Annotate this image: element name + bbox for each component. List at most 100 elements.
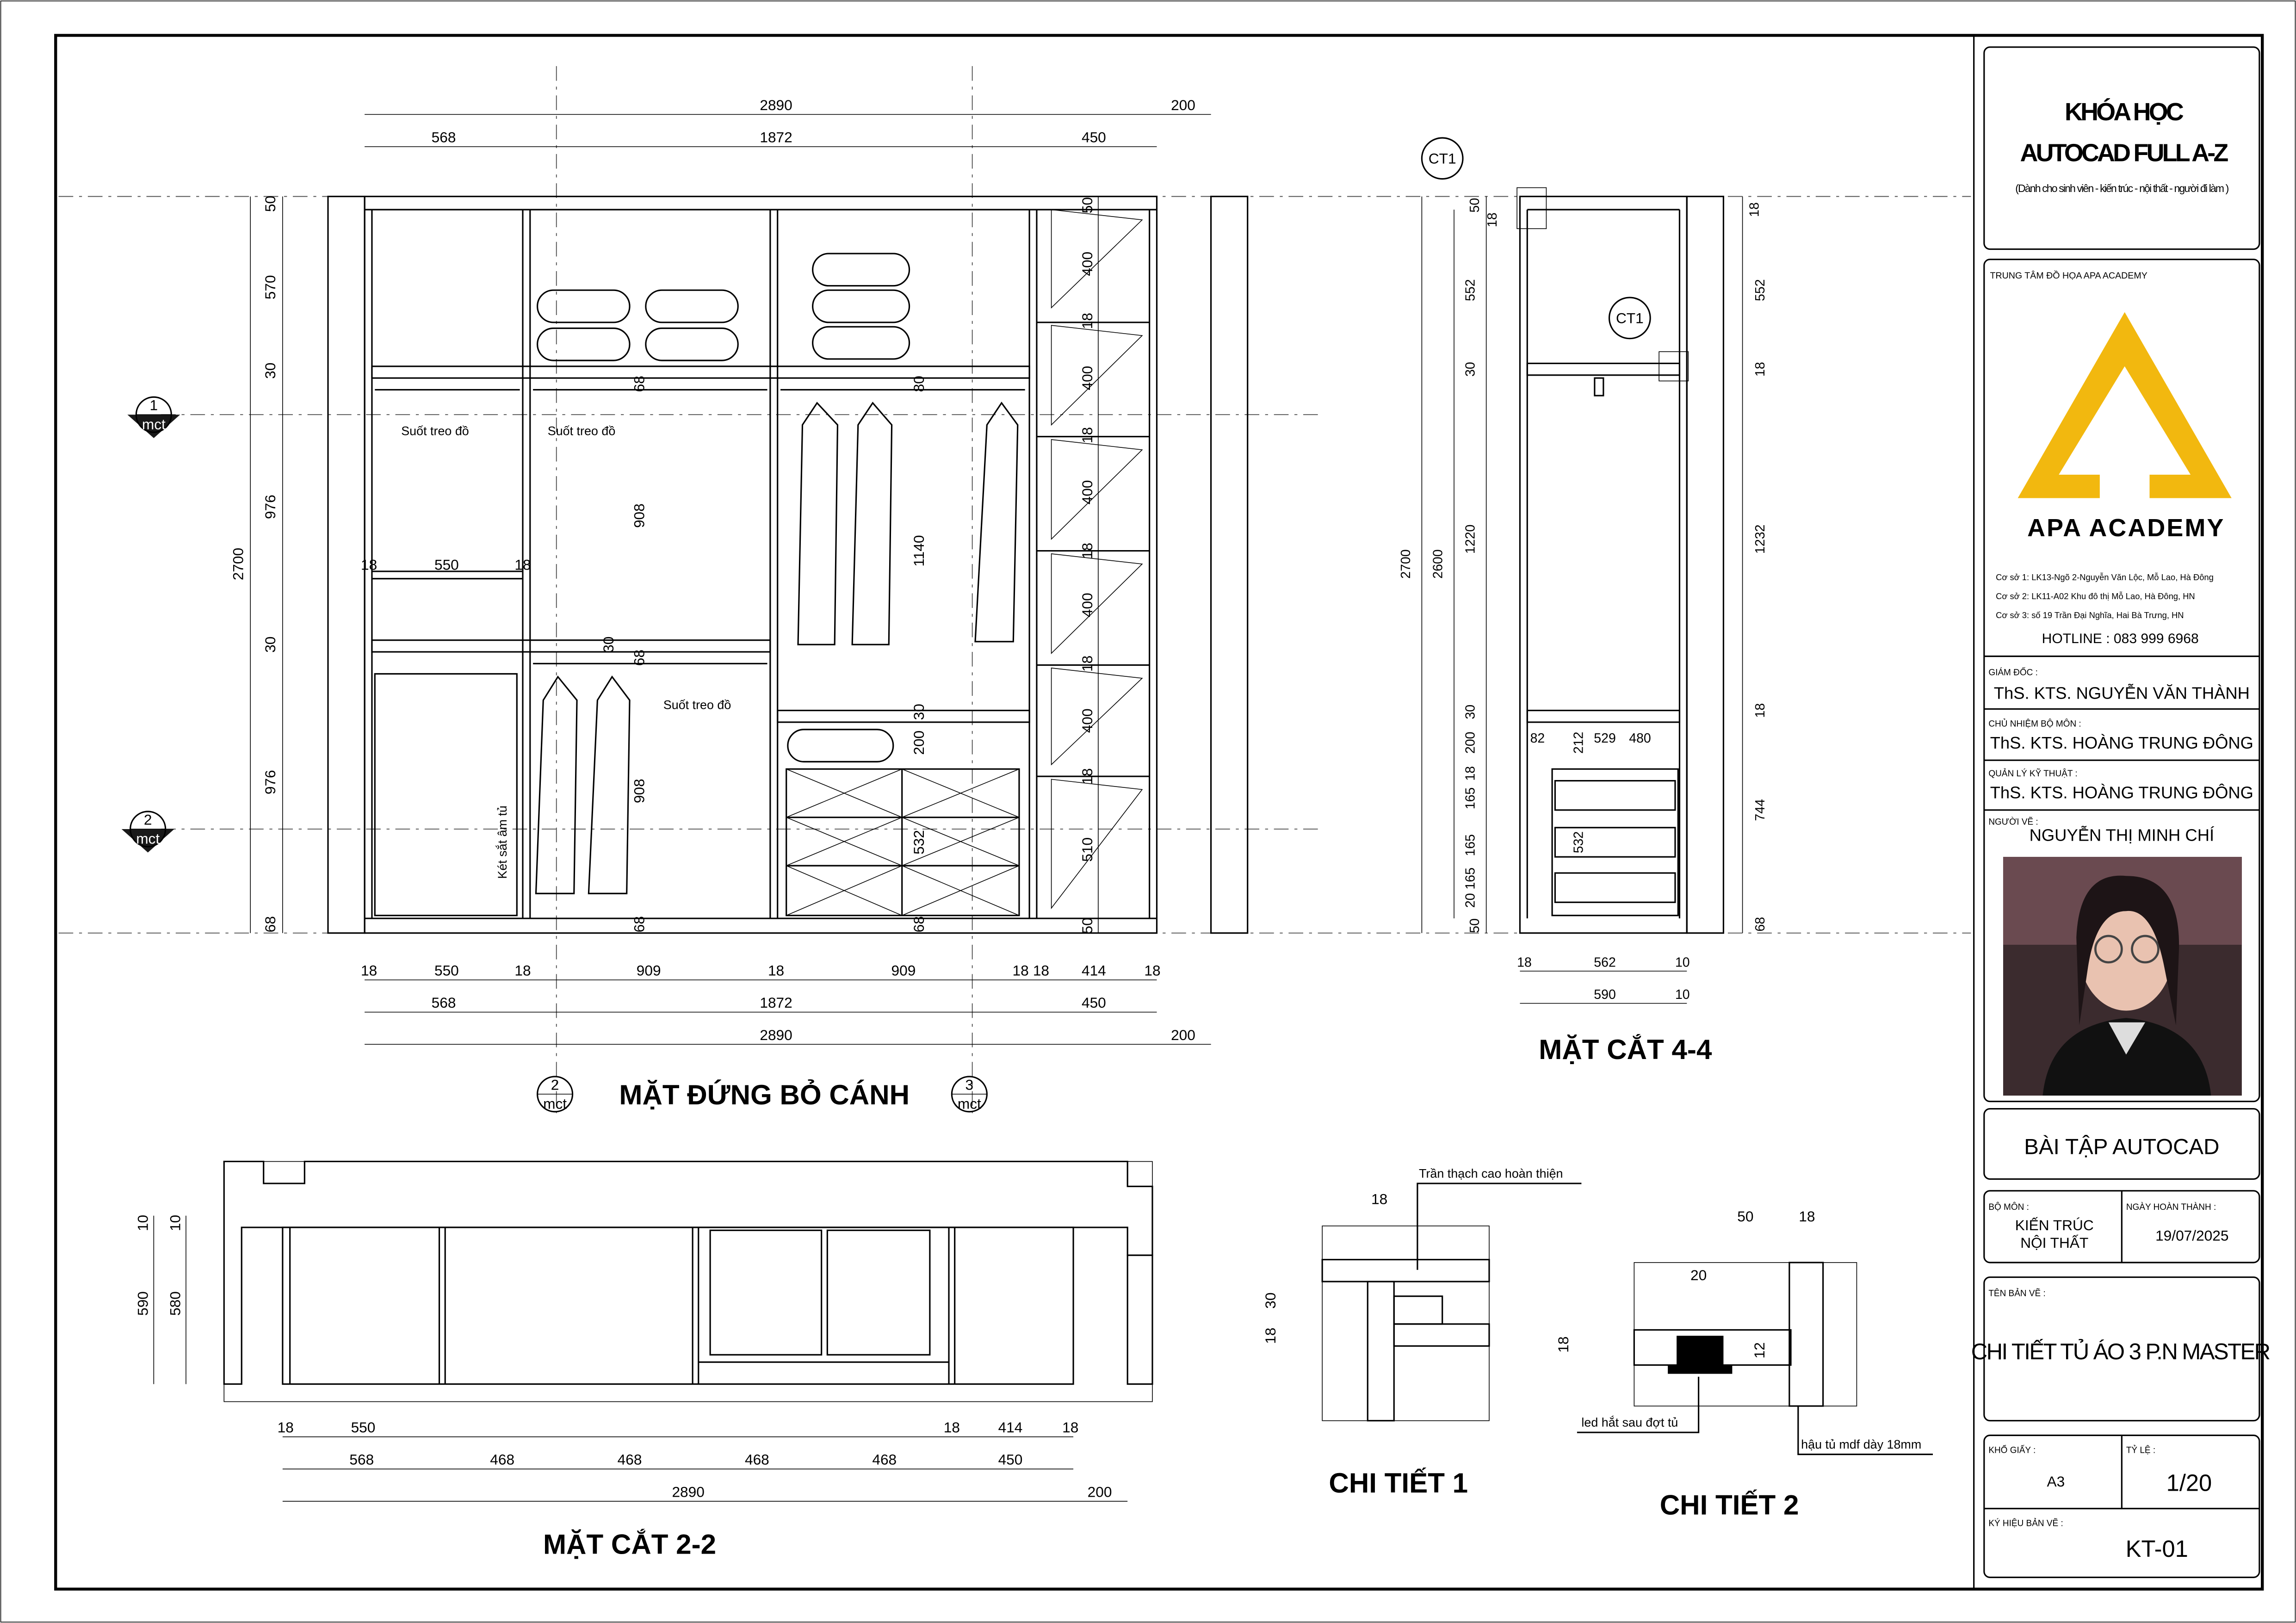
dimension-text: 510 <box>1079 837 1095 862</box>
dimension-text: 18 <box>1062 1419 1078 1436</box>
dimension-text: 450 <box>998 1451 1023 1468</box>
center-name: TRUNG TÂM ĐỒ HỌA APA ACADEMY <box>1990 270 2147 281</box>
dimension-text: 568 <box>432 129 456 146</box>
dimension-text: 30 <box>262 637 278 653</box>
wall-left <box>327 196 365 934</box>
dimension-text: 18 <box>1517 955 1532 970</box>
dimension-text: 480 <box>1629 731 1651 746</box>
back-panel-label: hậu tủ mdf dày 18mm <box>1801 1437 1921 1451</box>
marker-ref: mct <box>142 416 166 433</box>
dimension-text: 908 <box>631 779 648 803</box>
role-label: CHỦ NHIỆM BỘ MÔN : <box>1988 719 2081 729</box>
dimension-text: 18 <box>1371 1190 1387 1207</box>
paper-label: KHỔ GIẤY : <box>1988 1445 2036 1455</box>
marker-number: 3 <box>965 1076 974 1093</box>
dimension-text: 744 <box>1753 799 1768 821</box>
dimension-text: 50 <box>1737 1208 1753 1225</box>
marker-number: 2 <box>144 811 152 828</box>
date-label: NGÀY HOÀN THÀNH : <box>2126 1202 2216 1212</box>
dimension-text: 18 <box>1753 703 1768 718</box>
dimension-text: 10 <box>1675 987 1690 1002</box>
title-block: KHÓA HỌC AUTOCAD FULL A-Z (Dành cho sinh… <box>1971 46 2271 1578</box>
hanging-rods <box>375 389 1025 664</box>
dimension-text: 468 <box>745 1451 769 1468</box>
course-subtitle: (Dành cho sinh viên - kiến trúc - nội th… <box>2015 182 2228 194</box>
dimension-text: 68 <box>1753 917 1768 932</box>
dimension-text: 18 <box>1033 962 1049 979</box>
dimension-text: 68 <box>262 916 278 932</box>
dimension-text: 1872 <box>760 994 792 1011</box>
dimension-text: 30 <box>1262 1293 1279 1309</box>
dimension-text: 550 <box>434 962 459 979</box>
dimension-text: 10 <box>135 1215 151 1231</box>
dimension-text: 532 <box>910 830 927 855</box>
dimension-text: 18 <box>361 962 377 979</box>
dimension-text: 450 <box>1082 994 1106 1011</box>
dimension-text: 50 <box>1079 917 1095 934</box>
dimension-text: 18 <box>1144 962 1160 979</box>
dimension-text: 18 <box>1079 543 1095 559</box>
dimension-text: 450 <box>1082 129 1106 146</box>
address-1: Cơ sở 1: LK13-Ngõ 2-Nguyễn Văn Lộc, Mỗ L… <box>1996 572 2214 582</box>
marker-number: 1 <box>150 397 158 414</box>
scale-label: TỶ LỆ : <box>2126 1445 2155 1455</box>
dimension-text: 165 <box>1463 834 1478 856</box>
dimension-text: 1220 <box>1463 525 1478 554</box>
person-name: ThS. KTS. NGUYỄN VĂN THÀNH <box>1994 683 2250 702</box>
dimension-text: 30 <box>262 363 278 379</box>
detail-callout[interactable]: CT1 <box>1608 297 1651 340</box>
wall-right <box>1210 196 1249 934</box>
dimension-text: 532 <box>1572 831 1586 854</box>
dimension-text: 1872 <box>760 129 792 146</box>
dimension-text: 552 <box>1463 279 1478 301</box>
detail-1-title: CHI TIẾT 1 <box>1329 1468 1468 1499</box>
role-label: GIÁM ĐỐC : <box>1988 668 2038 678</box>
dimension-text: 68 <box>631 916 648 932</box>
dept-line-2: NỘI THẤT <box>2020 1234 2088 1251</box>
paper-size: A3 <box>2047 1473 2065 1490</box>
detail-callout[interactable]: CT1 <box>1421 137 1464 180</box>
sheet-border <box>54 34 2264 1591</box>
detail-2-view: led hắt sau đợt tủ hậu tủ mdf dày 18mm 5… <box>1555 1208 1933 1520</box>
dimension-text: 568 <box>349 1451 374 1468</box>
folded-towels <box>537 253 910 762</box>
dimension-text: 2600 <box>1431 549 1446 578</box>
dimension-text: 468 <box>618 1451 642 1468</box>
dimension-text: 976 <box>262 495 278 519</box>
dimension-text: 80 <box>910 376 927 392</box>
person-name: NGUYỄN THỊ MINH CHÍ <box>2030 825 2215 844</box>
dimension-text: 18 <box>1485 212 1500 227</box>
role-label: QUẢN LÝ KỸ THUẬT : <box>1988 768 2077 779</box>
dimension-text: 30 <box>1463 705 1478 719</box>
dimension-text: 50 <box>262 196 278 212</box>
dimension-text: 18 <box>1753 362 1768 377</box>
section-marker[interactable]: 1 mct <box>127 396 180 438</box>
dimension-text: 2700 <box>1399 549 1413 578</box>
hanging-clothes <box>535 402 1019 894</box>
apa-logo-icon <box>2018 312 2232 498</box>
dimension-text: 18 <box>514 557 531 573</box>
dimension-text: 200 <box>1171 97 1195 113</box>
dimension-text: 18 <box>944 1419 960 1436</box>
wall-section-44 <box>1686 196 1724 934</box>
dimension-text: 529 <box>1594 731 1616 746</box>
dimension-text: 200 <box>1088 1483 1112 1500</box>
dimension-text: 18 <box>1463 766 1478 781</box>
dimension-text: 1232 <box>1753 525 1768 554</box>
dimension-text: 18 <box>1262 1328 1279 1344</box>
dimension-text: 18 <box>1555 1337 1572 1353</box>
annotation-label: Suốt treo đồ <box>401 424 469 438</box>
dimension-text: 2890 <box>760 97 792 113</box>
marker-number: 2 <box>551 1076 559 1093</box>
detail-2-title: CHI TIẾT 2 <box>1660 1489 1799 1520</box>
dimension-text: 18 <box>1079 313 1095 329</box>
dimension-text: 590 <box>135 1291 151 1316</box>
dimension-text: 18 <box>768 962 784 979</box>
